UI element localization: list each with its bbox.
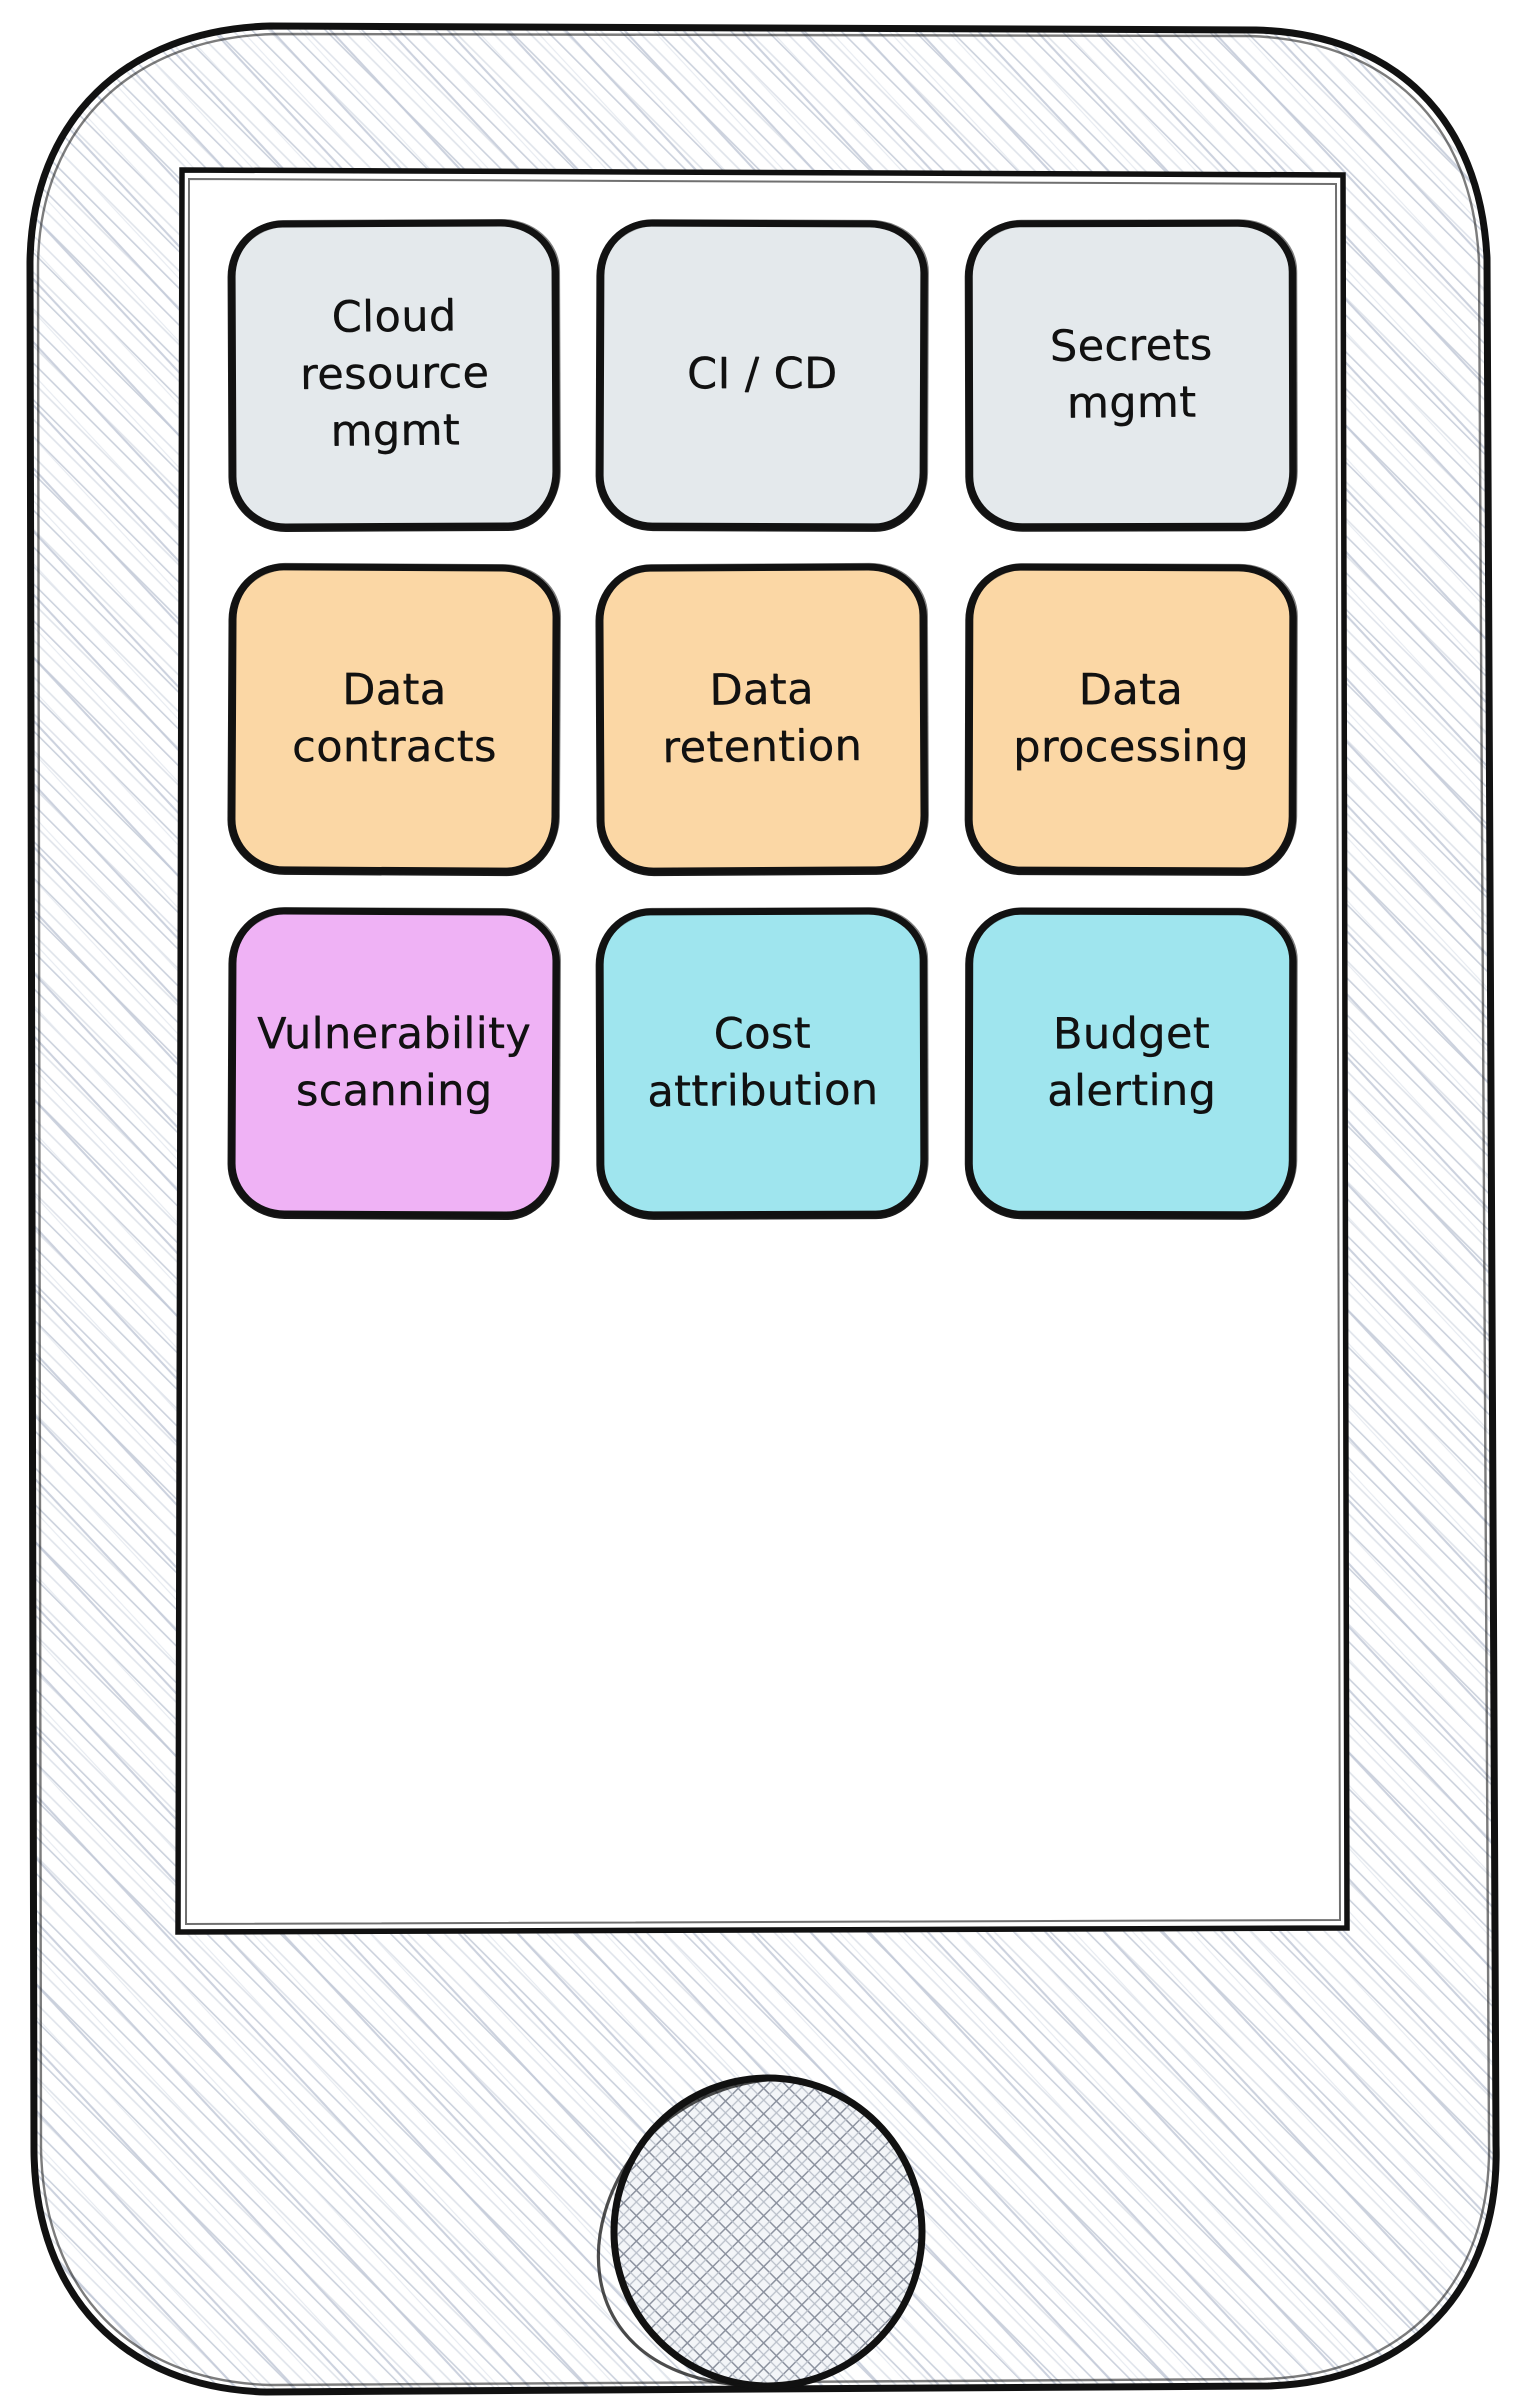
- card-row-1: Cloud resource mgmt CI / CD Secrets mgmt: [228, 219, 1297, 531]
- app-card-label: Vulnerability scanning: [257, 1008, 532, 1117]
- app-card-label: Secrets mgmt: [1049, 320, 1213, 429]
- app-card-label: Cost attribution: [647, 1008, 879, 1118]
- app-card-cost-attribution[interactable]: Cost attribution: [596, 907, 929, 1219]
- app-card-data-contracts[interactable]: Data contracts: [228, 563, 561, 875]
- app-card-secrets-mgmt[interactable]: Secrets mgmt: [965, 219, 1297, 531]
- app-card-label: Cloud resource mgmt: [299, 291, 490, 458]
- app-grid: Cloud resource mgmt CI / CD Secrets mgmt…: [181, 172, 1344, 1769]
- app-card-ci-cd[interactable]: CI / CD: [596, 219, 929, 531]
- app-card-cloud-resource-mgmt[interactable]: Cloud resource mgmt: [228, 219, 561, 531]
- app-card-label: Data retention: [662, 664, 863, 774]
- app-card-label: CI / CD: [687, 349, 838, 400]
- app-card-budget-alerting[interactable]: Budget alerting: [965, 907, 1297, 1219]
- app-card-data-retention[interactable]: Data retention: [596, 563, 929, 875]
- app-card-data-processing[interactable]: Data processing: [965, 563, 1297, 875]
- card-row-3: Vulnerability scanning Cost attribution …: [228, 907, 1297, 1219]
- app-card-label: Data contracts: [291, 664, 497, 773]
- app-card-label: Data processing: [1012, 664, 1249, 773]
- card-row-2: Data contracts Data retention Data proce…: [228, 563, 1297, 875]
- app-card-label: Budget alerting: [1046, 1008, 1216, 1117]
- app-card-vulnerability-scanning[interactable]: Vulnerability scanning: [228, 907, 561, 1219]
- screen-empty-area: [229, 1252, 1296, 1769]
- home-button: [596, 2074, 926, 2390]
